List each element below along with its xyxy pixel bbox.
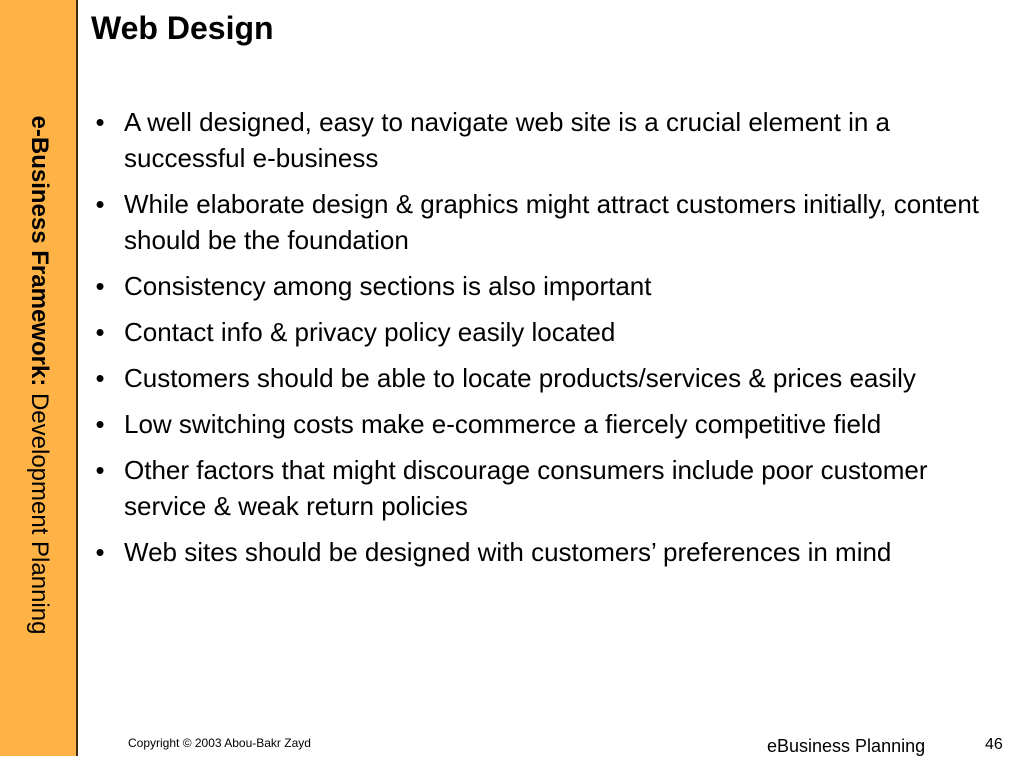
bullet-list: • A well designed, easy to navigate web s… xyxy=(88,104,1006,580)
bullet-text: Low switching costs make e-commerce a fi… xyxy=(124,409,882,439)
bullet-marker: • xyxy=(95,409,105,439)
bullet-marker: • xyxy=(95,271,105,301)
bullet-marker: • xyxy=(95,317,105,347)
footer-title: eBusiness Planning xyxy=(767,736,926,756)
bullet-text: A well designed, easy to navigate web si… xyxy=(124,107,890,173)
bullet-text: Other factors that might discourage cons… xyxy=(124,455,928,521)
sidebar-caption-normal: Development Planning xyxy=(26,386,53,635)
sidebar-banner: e-Business Framework: Development Planni… xyxy=(0,0,78,756)
page-number: 46 xyxy=(985,736,1003,753)
footer-copyright: Copyright © 2003 Abou-Bakr Zayd xyxy=(128,736,311,750)
bullet-item: • Customers should be able to locate prod… xyxy=(88,360,1006,396)
bullet-item: • While elaborate design & graphics might… xyxy=(88,186,1006,258)
bullet-item: • Other factors that might discourage con… xyxy=(88,452,1006,524)
bullet-marker: • xyxy=(95,455,105,485)
bullet-marker: • xyxy=(95,107,105,137)
bullet-text: Web sites should be designed with custom… xyxy=(124,537,892,567)
bullet-marker: • xyxy=(95,189,105,219)
bullet-item: • Web sites should be designed with custo… xyxy=(88,534,1006,570)
bullet-item: • Contact info & privacy policy easily lo… xyxy=(88,314,1006,350)
bullet-item: • A well designed, easy to navigate web s… xyxy=(88,104,1006,176)
bullet-item: • Consistency among sections is also impo… xyxy=(88,268,1006,304)
sidebar-caption: e-Business Framework: Development Planni… xyxy=(25,116,53,635)
bullet-text: Consistency among sections is also impor… xyxy=(124,271,652,301)
bullet-marker: • xyxy=(95,537,105,567)
bullet-text: While elaborate design & graphics might … xyxy=(124,189,980,255)
sidebar-caption-bold: e-Business Framework: xyxy=(26,115,53,387)
slide-title: Web Design xyxy=(91,10,274,46)
bullet-text: Contact info & privacy policy easily loc… xyxy=(124,317,616,347)
bullet-text: Customers should be able to locate produ… xyxy=(124,363,916,393)
bullet-marker: • xyxy=(95,363,105,393)
bullet-item: • Low switching costs make e-commerce a f… xyxy=(88,406,1006,442)
